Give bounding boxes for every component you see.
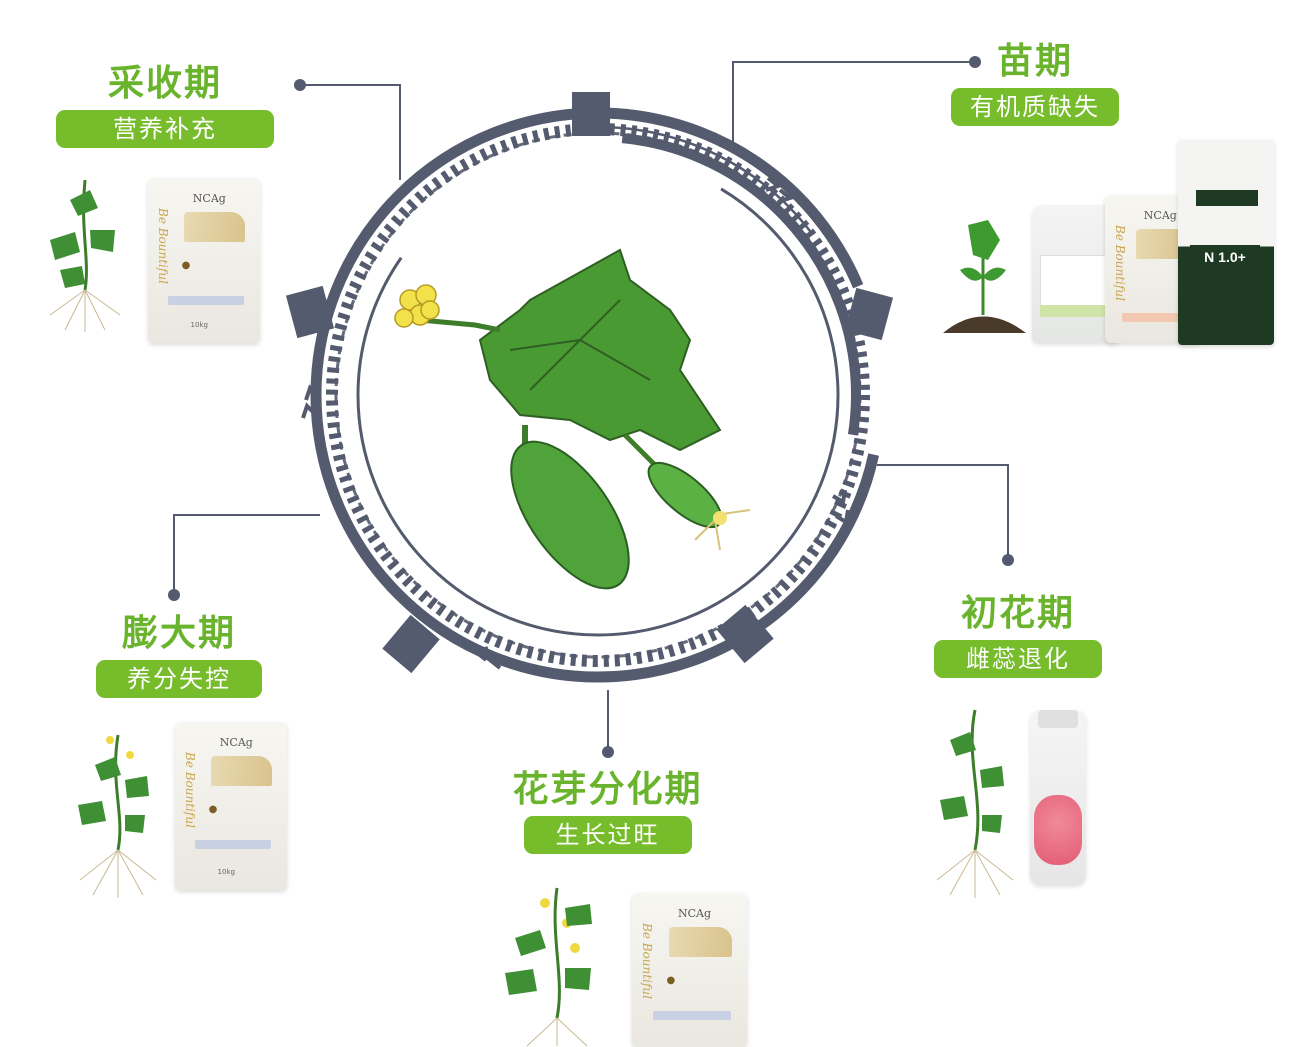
product-bottle (1030, 710, 1086, 885)
product-dark-bag: N 1.0+ (1178, 140, 1274, 345)
stage-title: 苗期 (996, 41, 1073, 82)
cucumber-illustration (394, 248, 751, 590)
stage-badge: 营养补充 (56, 110, 274, 148)
plant-vine-harvest (49, 179, 121, 332)
fertilizer-bag: NCAg Be Bountiful ● 10kg (175, 722, 287, 890)
plant-vine-budding (505, 887, 592, 1047)
fertilizer-bag: NCAg Be Bountiful ● 10kg (148, 178, 260, 343)
stage-title: 膨大期 (121, 613, 236, 654)
n-rating-label: N 1.0+ (1190, 245, 1260, 269)
stage-seedling: 苗期 有机质缺失 (950, 40, 1120, 126)
stage-early-flowering: 初花期 雌蕊退化 (933, 592, 1103, 678)
stage-badge: 有机质缺失 (951, 88, 1119, 126)
stage-badge: 雌蕊退化 (934, 640, 1102, 678)
stage-title: 初花期 (960, 593, 1075, 634)
stage-badge: 养分失控 (96, 660, 262, 698)
stage-expansion: 膨大期 养分失控 (95, 612, 263, 698)
plant-seedling (943, 220, 1026, 333)
plant-vine-flowering (936, 709, 1014, 898)
stage-harvest: 采收期 营养补充 (55, 62, 275, 148)
stage-badge: 生长过旺 (523, 816, 692, 854)
stage-bud-differentiation: 花芽分化期 生长过旺 (500, 768, 715, 854)
fertilizer-bag: NCAg Be Bountiful ● (632, 893, 747, 1047)
plant-vine-expansion (78, 734, 157, 898)
stage-title: 花芽分化期 (512, 769, 703, 810)
stage-title: 采收期 (107, 63, 222, 104)
